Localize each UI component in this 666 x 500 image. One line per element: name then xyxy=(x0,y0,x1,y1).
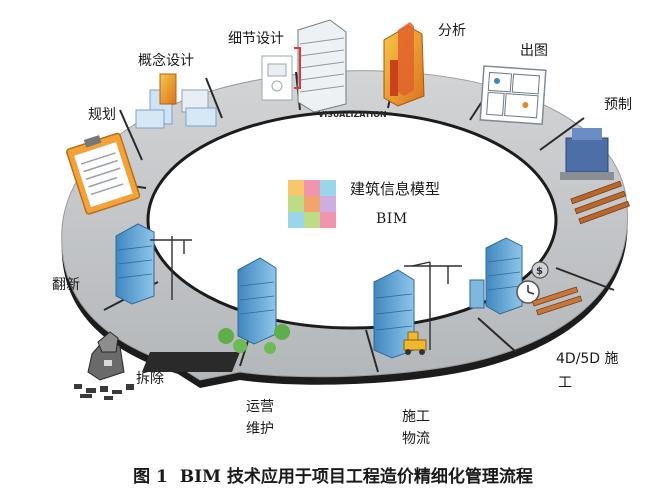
clipboard-icon xyxy=(66,132,141,215)
renovation-crane-icon xyxy=(150,236,192,300)
prefab-machine-icon xyxy=(560,128,630,225)
center-subtitle: BIM xyxy=(376,211,408,227)
stage-label-operation-line1: 运营 xyxy=(246,399,274,415)
figure-caption-text: BIM 技术应用于项目工程造价精细化管理流程 xyxy=(179,467,533,487)
stage-label-concept-design: 概念设计 xyxy=(138,53,194,69)
ring-tail xyxy=(142,352,240,372)
stage-label-demolition: 拆除 xyxy=(136,371,164,387)
concept-massing-model-icon xyxy=(135,73,217,129)
stage-label-prefab: 预制 xyxy=(604,97,632,113)
floor-plan-drawing-icon xyxy=(479,65,547,125)
stage-label-drawing: 出图 xyxy=(520,43,548,59)
ring-band-text: VISUALIZATION xyxy=(318,110,387,119)
stage-label-planning: 规划 xyxy=(88,107,116,123)
bim-lifecycle-diagram: VISUALIZATION xyxy=(61,19,630,400)
construction-building-icon xyxy=(469,237,523,315)
logistics-building-icon xyxy=(373,269,415,359)
figure-number: 图 1 xyxy=(133,467,168,487)
stage-label-construction-4d5d-line2: 工 xyxy=(558,375,572,391)
coin-icon: $ xyxy=(531,261,549,279)
demolition-rubble-icon xyxy=(74,331,134,400)
stage-label-logistics-line1: 施工 xyxy=(402,409,430,425)
center-title: 建筑信息模型 xyxy=(350,180,441,198)
analysis-building-icon xyxy=(383,22,425,107)
svg-text:$: $ xyxy=(536,266,543,277)
stage-label-detail-design: 细节设计 xyxy=(228,31,284,47)
operation-building-icon xyxy=(237,257,277,345)
excavator-icon xyxy=(403,331,427,355)
tower-crane-icon xyxy=(404,261,462,350)
renovation-building-icon xyxy=(115,223,155,305)
stage-label-construction-4d5d-line1: 4D/5D 施 xyxy=(556,351,619,367)
stage-label-logistics-line2: 物流 xyxy=(402,431,430,447)
trees-icon xyxy=(218,324,290,354)
stage-label-analysis: 分析 xyxy=(438,23,466,39)
stage-label-renovation: 翻新 xyxy=(52,277,80,293)
bim-cube-logo xyxy=(288,180,336,228)
clock-icon xyxy=(516,280,540,304)
figure-caption: 图 1 BIM 技术应用于项目工程造价精细化管理流程 xyxy=(0,462,666,487)
timber-beams-icon xyxy=(532,286,583,316)
detail-design-tower-icon xyxy=(261,19,347,113)
stage-label-operation-line2: 维护 xyxy=(246,421,274,437)
